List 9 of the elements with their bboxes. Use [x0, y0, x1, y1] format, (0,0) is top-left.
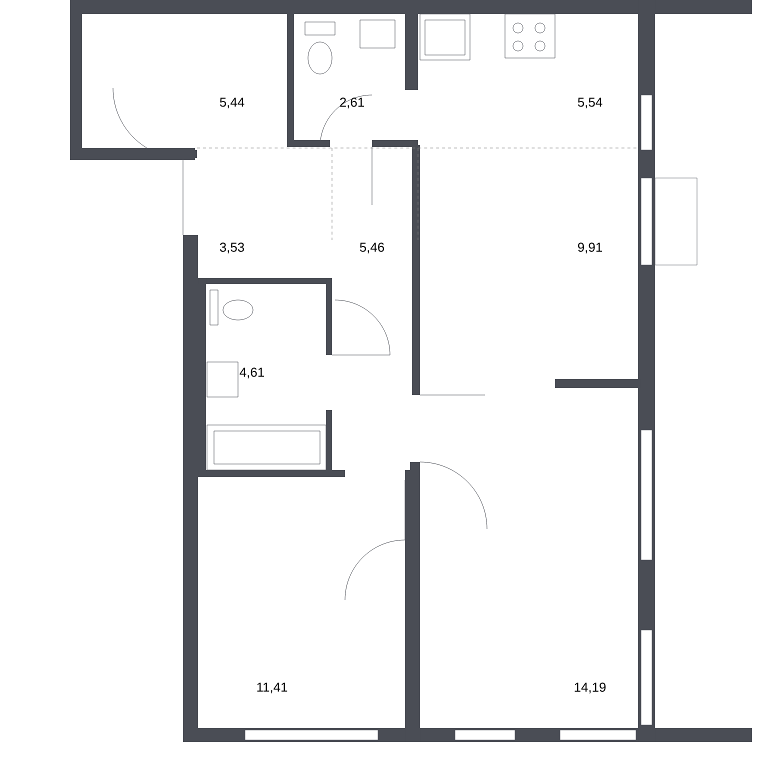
area-label: 5,46 — [360, 242, 384, 254]
area-label: 5,44 — [220, 98, 244, 108]
area-label: 4,61 — [240, 368, 264, 378]
area-label: 3,53 — [220, 242, 244, 254]
area-label: 2,61 — [340, 98, 364, 108]
area-label: 9,91 — [578, 242, 602, 254]
area-label: 5,54 — [578, 98, 602, 108]
area-label: 11,41 — [257, 682, 288, 694]
area-label: 14,19 — [574, 682, 606, 694]
